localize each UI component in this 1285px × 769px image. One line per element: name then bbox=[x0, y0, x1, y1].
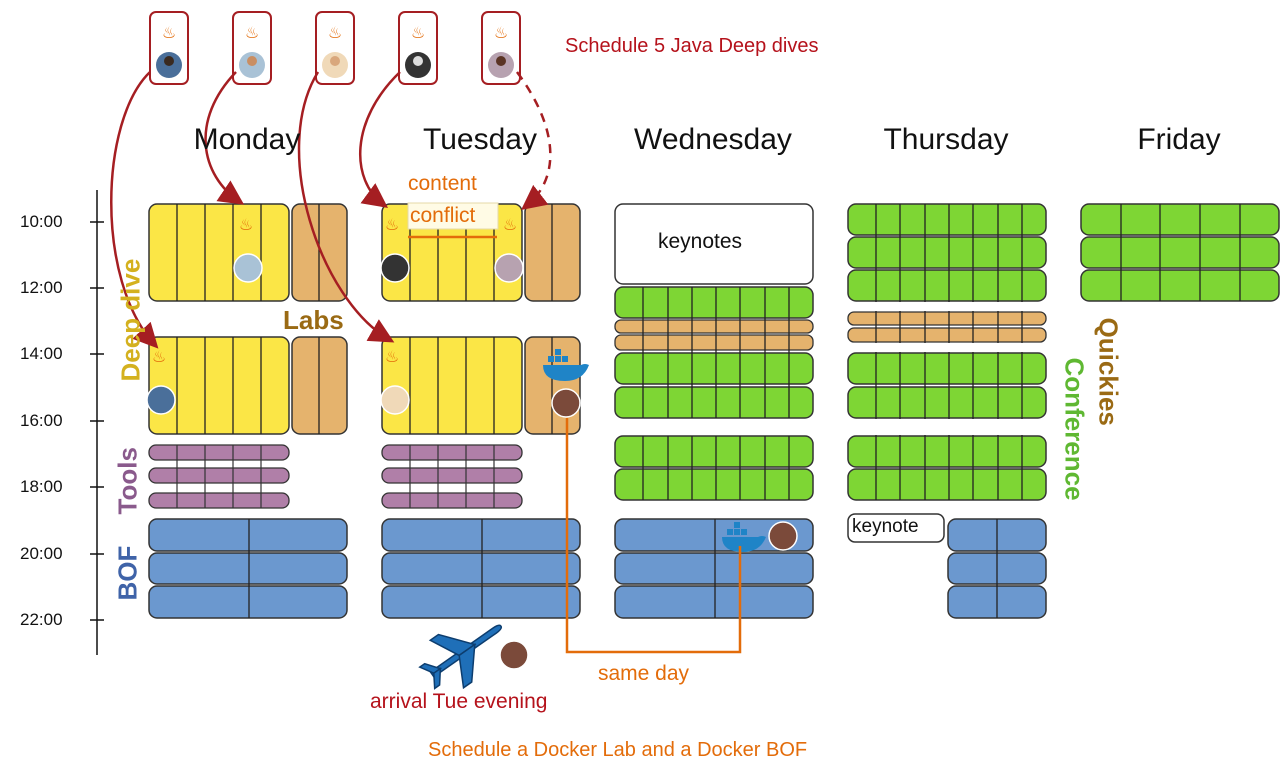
svg-text:♨: ♨ bbox=[328, 25, 342, 42]
java-card-icon: ♨ bbox=[315, 11, 355, 85]
day-wednesday: Wednesday bbox=[634, 123, 792, 156]
tools-row bbox=[381, 467, 523, 484]
time-label: 10:00 bbox=[20, 212, 63, 231]
bof-row bbox=[381, 518, 581, 552]
deep-dive-block bbox=[148, 203, 290, 302]
tools-row bbox=[148, 492, 290, 509]
time-label: 14:00 bbox=[20, 344, 63, 363]
speaker-avatar-icon bbox=[551, 388, 581, 418]
conflict-highlight bbox=[407, 202, 499, 230]
friday-sessions bbox=[1080, 203, 1280, 302]
svg-text:♨: ♨ bbox=[494, 25, 508, 42]
track-label-deep-dive: Deep dive bbox=[115, 258, 146, 382]
keynote-block bbox=[847, 513, 945, 543]
time-label: 12:00 bbox=[20, 278, 63, 297]
day-friday: Friday bbox=[1137, 123, 1221, 156]
bof-row bbox=[381, 552, 581, 585]
day-tuesday: Tuesday bbox=[423, 123, 537, 156]
content-annotation: content bbox=[408, 172, 477, 195]
day-monday: Monday bbox=[193, 123, 301, 156]
keynotes-label: keynotes bbox=[658, 230, 743, 253]
same-day-connector bbox=[565, 418, 742, 654]
footer-note: Schedule a Docker Lab and a Docker BOF bbox=[428, 739, 808, 761]
java-card-icon: ♨ bbox=[149, 11, 189, 85]
time-label: 16:00 bbox=[20, 411, 63, 430]
tools-row bbox=[148, 467, 290, 484]
deep-dive-block bbox=[148, 336, 290, 435]
track-label-tools: Tools bbox=[112, 447, 143, 515]
day-thursday: Thursday bbox=[883, 123, 1009, 156]
svg-text:♨: ♨ bbox=[411, 25, 425, 42]
speaker-avatar-icon bbox=[768, 521, 798, 551]
java-card-icon: ♨ bbox=[481, 11, 521, 85]
svg-text:♨: ♨ bbox=[162, 25, 176, 42]
svg-text:♨: ♨ bbox=[385, 217, 399, 234]
java-arrows bbox=[110, 71, 552, 349]
bof-row bbox=[148, 585, 348, 619]
placed-java-icon: ♨ ♨ ♨ ♨ ♨ bbox=[146, 217, 524, 415]
speaker-avatar-icon bbox=[499, 640, 529, 670]
conflict-annotation: conflict bbox=[410, 204, 476, 227]
track-label-bof: BOF bbox=[112, 545, 143, 601]
thursday-sessions bbox=[847, 203, 1047, 619]
java-card-icon: ♨ bbox=[232, 11, 272, 85]
bof-row bbox=[148, 518, 348, 552]
docker-whale-icon bbox=[722, 522, 766, 552]
track-label-quickies: Quickies bbox=[1093, 317, 1124, 426]
tools-row bbox=[381, 492, 523, 509]
time-label: 20:00 bbox=[20, 544, 63, 563]
airplane-icon bbox=[418, 624, 503, 690]
header-note: Schedule 5 Java Deep dives bbox=[565, 35, 819, 57]
svg-text:♨: ♨ bbox=[503, 217, 517, 234]
tools-row bbox=[148, 444, 290, 461]
wednesday-sessions bbox=[614, 203, 814, 619]
svg-text:♨: ♨ bbox=[385, 349, 399, 366]
time-ticks bbox=[90, 221, 104, 621]
arrival-annotation: arrival Tue evening bbox=[370, 690, 548, 713]
track-label-labs: Labs bbox=[283, 305, 344, 335]
keynote-label: keynote bbox=[852, 516, 919, 537]
bof-row bbox=[381, 585, 581, 619]
docker-whale-icon bbox=[543, 349, 589, 381]
deep-dive-block bbox=[381, 336, 523, 435]
java-card-icon: ♨ bbox=[398, 11, 438, 85]
svg-text:♨: ♨ bbox=[239, 217, 253, 234]
svg-text:♨: ♨ bbox=[152, 349, 166, 366]
time-label: 18:00 bbox=[20, 477, 63, 496]
track-label-conference: Conference bbox=[1059, 357, 1090, 501]
tuesday-sessions bbox=[381, 203, 581, 619]
time-label: 22:00 bbox=[20, 610, 63, 629]
bof-row bbox=[148, 552, 348, 585]
svg-text:♨: ♨ bbox=[245, 25, 259, 42]
keynotes-block bbox=[614, 203, 814, 285]
tools-row bbox=[381, 444, 523, 461]
same-day-annotation: same day bbox=[598, 662, 690, 685]
